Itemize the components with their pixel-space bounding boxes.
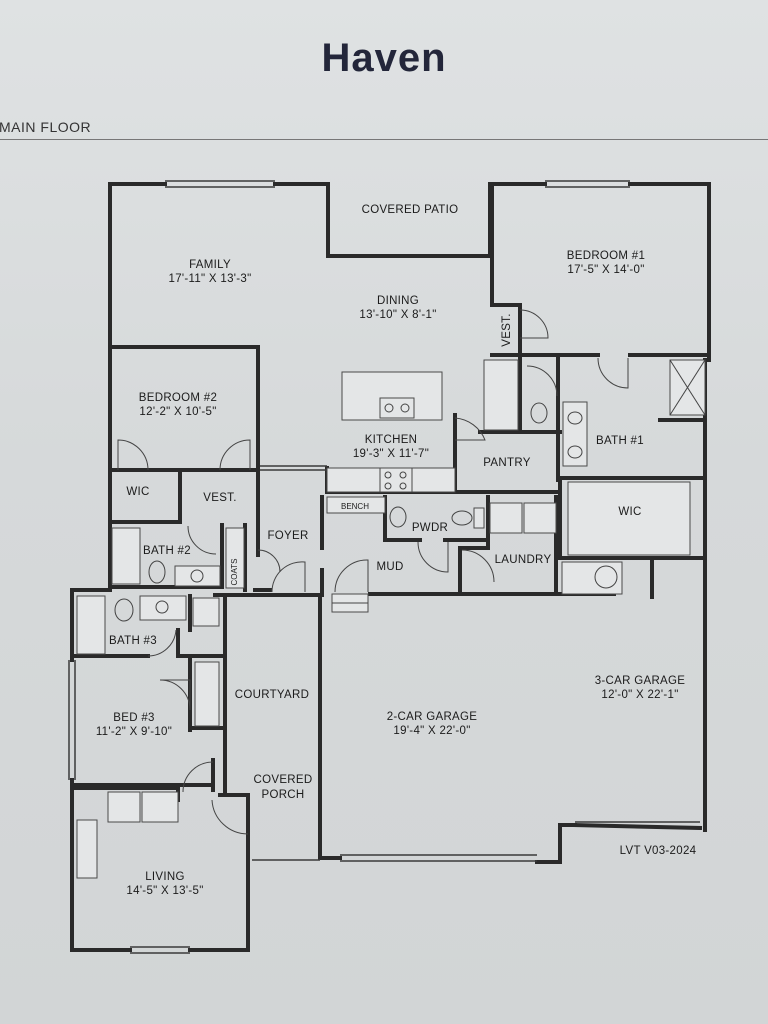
living-dims: 14'-5" X 13'-5"	[126, 885, 203, 897]
garage3-dims: 12'-0" X 22'-1"	[601, 689, 678, 701]
floor-label: MAIN FLOOR	[0, 119, 92, 135]
kitchen-label: KITCHEN	[365, 434, 418, 446]
header-divider	[0, 139, 768, 140]
vest-top-label: VEST.	[501, 313, 513, 346]
bath1-label: BATH #1	[596, 435, 644, 447]
wic-right-label: WIC	[618, 506, 641, 518]
bedroom1-label: BEDROOM #1	[567, 250, 645, 262]
garage2-dims: 19'-4" X 22'-0"	[393, 725, 470, 737]
version-label: LVT V03-2024	[620, 845, 697, 857]
bed3-dims: 11'-2" X 9'-10"	[96, 726, 172, 738]
covered-porch-label-2: PORCH	[261, 789, 304, 801]
garage3-label: 3-CAR GARAGE	[595, 675, 686, 687]
covered-patio-label: COVERED PATIO	[362, 204, 459, 216]
bed3-label: BED #3	[113, 712, 154, 724]
living-label: LIVING	[145, 871, 185, 883]
room-labels: COVERED PATIO FAMILY 17'-11" X 13'-3" DI…	[96, 204, 697, 897]
family-dims: 17'-11" X 13'-3"	[169, 273, 252, 285]
wic-left-label: WIC	[126, 486, 149, 498]
dining-dims: 13'-10" X 8'-1"	[359, 309, 436, 321]
bedroom2-label: BEDROOM #2	[139, 392, 217, 404]
laundry-label: LAUNDRY	[495, 554, 552, 566]
bedroom1-dims: 17'-5" X 14'-0"	[567, 264, 644, 276]
foyer-label: FOYER	[267, 530, 308, 542]
dining-label: DINING	[377, 295, 419, 307]
courtyard-label: COURTYARD	[235, 689, 309, 701]
plan-title: Haven	[321, 36, 447, 80]
garage2-label: 2-CAR GARAGE	[387, 711, 478, 723]
bedroom2-dims: 12'-2" X 10'-5"	[139, 406, 216, 418]
mud-label: MUD	[376, 561, 403, 573]
pantry-label: PANTRY	[483, 457, 530, 469]
openings	[68, 180, 700, 954]
coats-label: COATS	[230, 559, 239, 586]
kitchen-dims: 19'-3" X 11'-7"	[353, 448, 429, 460]
bath3-label: BATH #3	[109, 635, 157, 647]
family-label: FAMILY	[189, 259, 231, 271]
fixtures	[76, 359, 706, 879]
bath2-label: BATH #2	[143, 545, 191, 557]
covered-porch-label-1: COVERED	[254, 774, 313, 786]
door-swings	[117, 309, 629, 835]
bench-label: BENCH	[341, 502, 369, 511]
pwdr-label: PWDR	[412, 522, 448, 534]
vest-left-label: VEST.	[203, 492, 236, 504]
